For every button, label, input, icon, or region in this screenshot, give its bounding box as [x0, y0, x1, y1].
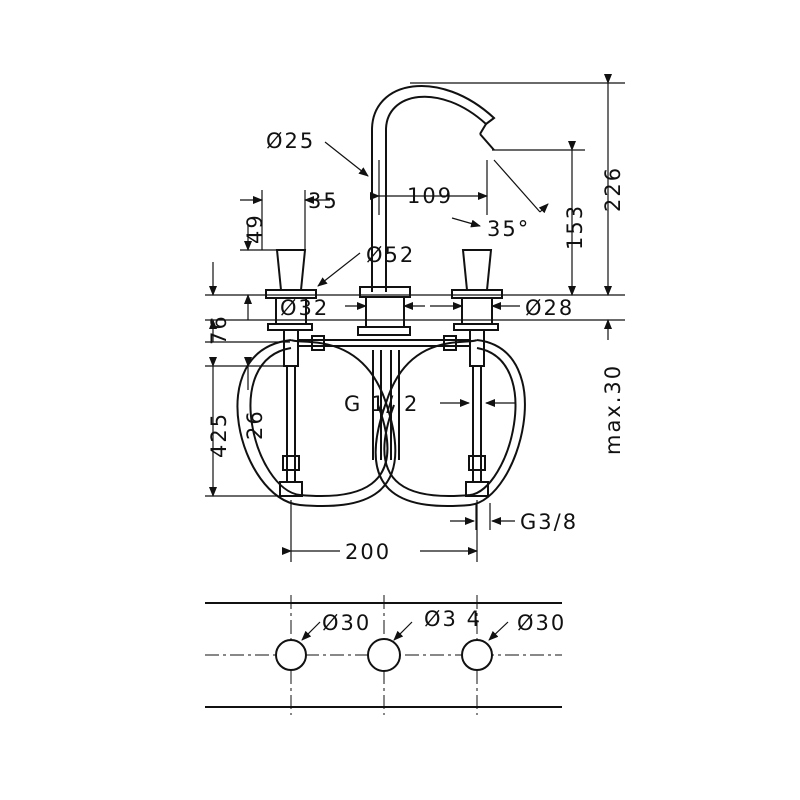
label-handle-height: 49 — [243, 213, 267, 244]
label-hose-length: 425 — [207, 412, 231, 458]
right-handle — [461, 249, 493, 291]
label-outlet-height: 153 — [563, 204, 587, 250]
label-handle-offset: 35 — [308, 189, 339, 213]
dimension-lines — [205, 74, 625, 562]
label-hole-left: Ø30 — [322, 611, 371, 635]
label-spout-reach: 109 — [407, 184, 453, 208]
label-hole-right: Ø30 — [517, 611, 566, 635]
label-inlet-thread: G 1/ 2 — [344, 392, 419, 416]
label-hole-center: Ø3 4 — [424, 607, 482, 631]
hose-loops — [236, 339, 397, 508]
label-outlet-thread: G3/8 — [520, 510, 578, 534]
hole-center — [367, 638, 401, 672]
dimension-labels: Ø25 35 109 35° Ø52 Ø32 Ø28 G 1/ 2 G3/8 2… — [207, 129, 625, 564]
label-total-height: 226 — [601, 166, 625, 212]
label-spout-angle: 35° — [487, 217, 530, 241]
label-max-deck-thickness: max.30 — [601, 364, 625, 455]
label-handle-body-diameter: Ø28 — [525, 296, 574, 320]
label-spout-tube-diameter: Ø25 — [266, 129, 315, 153]
label-spout-body-diameter: Ø32 — [280, 296, 329, 320]
hole-right — [461, 639, 493, 671]
label-connection-length: 26 — [243, 409, 267, 440]
label-body-depth: 76 — [207, 314, 231, 345]
label-center-spacing: 200 — [345, 540, 391, 564]
right-inlet-nut — [465, 481, 489, 497]
left-handle — [275, 249, 307, 291]
label-spout-base-diameter: Ø52 — [366, 243, 415, 267]
faucet-side-view — [236, 84, 526, 508]
deck-hole-layout: Ø30 Ø3 4 Ø30 — [205, 595, 566, 715]
left-inlet-nut — [279, 481, 303, 497]
hole-left — [275, 639, 307, 671]
